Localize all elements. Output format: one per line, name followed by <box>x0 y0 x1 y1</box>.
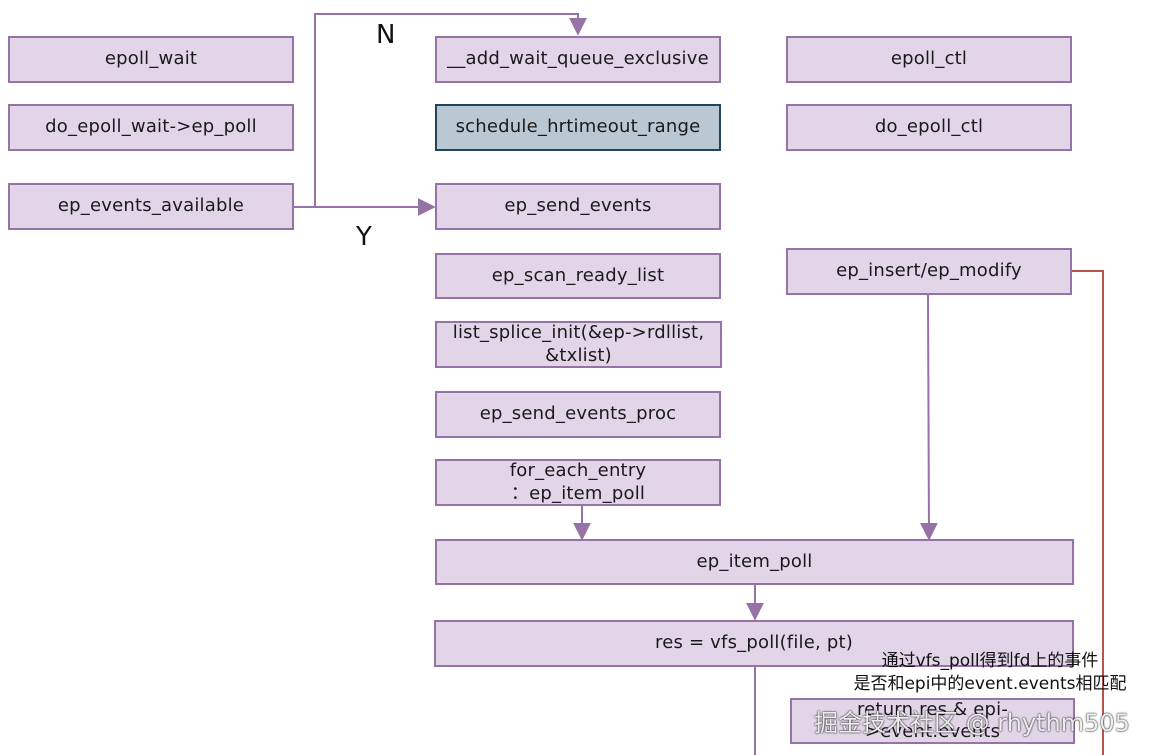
node-ep-send-events[interactable]: ep_send_events <box>435 183 721 230</box>
annotation-note-line2: 是否和epi中的event.events相匹配 <box>853 673 1127 694</box>
node-list-splice-init-line2: &txlist) <box>545 344 612 366</box>
node-schedule-hrtimeout-range[interactable]: schedule_hrtimeout_range <box>435 104 721 151</box>
node-ep-scan-ready-list[interactable]: ep_scan_ready_list <box>435 253 721 299</box>
node-schedule-hrtimeout-range-label: schedule_hrtimeout_range <box>455 116 701 138</box>
node-do-epoll-ctl-label: do_epoll_ctl <box>874 116 984 138</box>
edge-insert-red <box>1071 270 1104 755</box>
node-for-each-entry-line1: for_each_entry <box>509 460 647 481</box>
node-ep-events-available[interactable]: ep_events_available <box>8 183 294 230</box>
node-list-splice-init[interactable]: list_splice_init(&ep->rdllist, &txlist) <box>435 321 722 368</box>
annotation-note-line1: 通过vfs_poll得到fd上的事件 <box>881 651 1099 671</box>
node-ep-events-available-label: ep_events_available <box>57 195 245 217</box>
node-vfs-poll[interactable]: res = vfs_poll(file, pt) <box>434 620 1074 667</box>
node-return-res[interactable]: return res & epi- >event.events <box>790 698 1075 744</box>
watermark: 掘金技术社区 @ rhythm505 <box>814 709 1130 737</box>
node-return-res-line1: return res & epi- <box>856 698 1009 720</box>
node-do-epoll-wait[interactable]: do_epoll_wait->ep_poll <box>8 104 294 151</box>
node-do-epoll-wait-label: do_epoll_wait->ep_poll <box>45 116 257 138</box>
node-do-epoll-ctl[interactable]: do_epoll_ctl <box>786 104 1072 151</box>
node-return-res-line2: >event.events <box>864 721 1001 742</box>
node-epoll-wait[interactable]: epoll_wait <box>8 36 294 83</box>
node-ep-insert-modify-label: ep_insert/ep_modify <box>836 260 1022 282</box>
edge-no <box>293 13 587 208</box>
node-ep-send-events-proc[interactable]: ep_send_events_proc <box>435 391 721 438</box>
node-ep-item-poll[interactable]: ep_item_poll <box>435 539 1074 585</box>
edge-label-no: N <box>376 20 396 50</box>
node-ep-scan-ready-list-label: ep_scan_ready_list <box>491 264 665 286</box>
annotation-note: 通过vfs_poll得到fd上的事件 是否和epi中的event.events相… <box>820 650 1153 696</box>
node-for-each-entry[interactable]: for_each_entry ：ep_item_poll <box>435 459 721 506</box>
node-ep-insert-modify[interactable]: ep_insert/ep_modify <box>786 248 1072 295</box>
node-vfs-poll-label: res = vfs_poll(file, pt) <box>655 632 853 654</box>
edge-insert-to-item-poll <box>919 293 938 541</box>
node-ep-send-events-label: ep_send_events <box>504 195 652 217</box>
node-epoll-ctl[interactable]: epoll_ctl <box>786 36 1072 83</box>
node-add-wait-queue-exclusive[interactable]: __add_wait_queue_exclusive <box>435 36 721 83</box>
node-for-each-entry-line2: ：ep_item_poll <box>510 482 646 504</box>
node-epoll-wait-label: epoll_wait <box>104 48 198 70</box>
edge-label-yes: Y <box>356 222 372 252</box>
node-ep-send-events-proc-label: ep_send_events_proc <box>479 403 677 425</box>
node-add-wait-queue-exclusive-label: __add_wait_queue_exclusive <box>447 48 709 70</box>
node-epoll-ctl-label: epoll_ctl <box>890 48 968 70</box>
node-ep-item-poll-label: ep_item_poll <box>696 550 813 572</box>
node-list-splice-init-line1: list_splice_init(&ep->rdllist, <box>452 322 705 343</box>
